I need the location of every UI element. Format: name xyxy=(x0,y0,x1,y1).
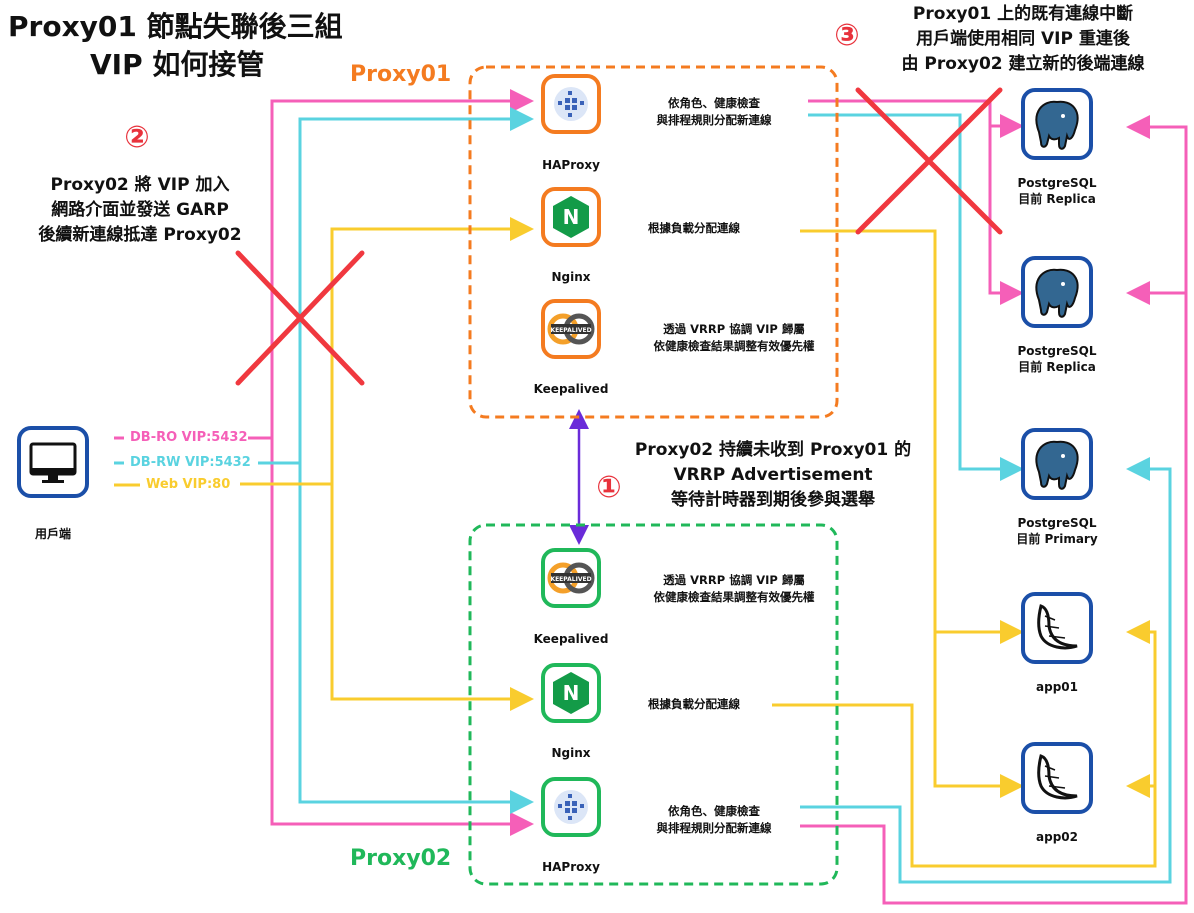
svg-text:N: N xyxy=(563,205,580,229)
proxy01-keepalived-icon: KEEPALIVED xyxy=(541,299,601,359)
pg3-elephant-icon xyxy=(1021,428,1093,500)
proxy02-keepalived-icon: KEEPALIVED xyxy=(541,548,601,608)
ro-line-proxy02 xyxy=(270,438,534,836)
proxy01-keepalived-desc: 透過 VRRP 協調 VIP 歸屬依健康檢查結果調整有效優先權 xyxy=(653,322,815,353)
proxy01-nginx-name: Nginx xyxy=(551,270,591,284)
vip-leader-dashes xyxy=(114,436,258,487)
svg-text:KEEPALIVED: KEEPALIVED xyxy=(550,327,591,334)
ro-line-backend1 xyxy=(808,99,1024,138)
svg-text:KEEPALIVED: KEEPALIVED xyxy=(550,576,591,583)
web-line-app2 xyxy=(933,632,1024,798)
svg-text:N: N xyxy=(563,681,580,705)
rw-line-client xyxy=(258,107,534,465)
proxy01-nginx-desc: 根據負載分配連線 xyxy=(648,221,740,235)
pg1-elephant-icon xyxy=(1021,88,1093,160)
client-monitor-icon xyxy=(17,426,89,498)
vip-web: Web VIP:80 xyxy=(143,477,234,492)
proxy02-keepalived-name: Keepalived xyxy=(533,632,609,646)
proxy01-haproxy-desc: 依角色、健康檢查與排程規則分配新連線 xyxy=(656,96,772,127)
proxy01-frame xyxy=(468,65,839,419)
proxy01-haproxy-icon xyxy=(541,74,601,134)
proxy01-keepalived-name: Keepalived xyxy=(533,382,609,396)
ro-line-client xyxy=(258,89,534,440)
ro-line-backend2 xyxy=(988,126,1024,305)
proxy02-haproxy-desc: 依角色、健康檢查與排程規則分配新連線 xyxy=(656,804,772,835)
page-title: Proxy01 節點失聯後三組 VIP 如何接管 xyxy=(8,10,343,81)
step2-number: ② xyxy=(124,120,150,155)
proxy02-nginx-icon: N xyxy=(541,663,601,723)
step1-number: ① xyxy=(596,470,622,505)
proxy02-haproxy-name: HAProxy xyxy=(542,860,600,874)
proxy01-haproxy-name: HAProxy xyxy=(542,158,600,172)
app01-flask-icon xyxy=(1021,592,1093,664)
client-name: 用戶端 xyxy=(34,527,71,541)
proxy01-label: Proxy01 xyxy=(350,62,452,87)
app01-label: app01 xyxy=(1036,680,1078,694)
proxy02-nginx-name: Nginx xyxy=(551,746,591,760)
proxy02-nginx-desc: 根據負載分配連線 xyxy=(648,697,740,711)
rw-line-backend xyxy=(808,113,1024,481)
web-line-client xyxy=(240,217,534,486)
ro-line-return xyxy=(800,115,1188,905)
step1-note: Proxy02 持續未收到 Proxy01 的 VRRP Advertiseme… xyxy=(634,440,912,510)
step2-note: Proxy02 將 VIP 加入 網路介面並發送 GARP 後續新連線抵達 Pr… xyxy=(38,175,242,245)
vip-db-ro: DB-RO VIP:5432 xyxy=(127,430,251,445)
step3-note: Proxy01 上的既有連線中斷 用戶端使用相同 VIP 重連後 由 Proxy… xyxy=(901,4,1145,74)
app02-label: app02 xyxy=(1036,830,1078,844)
proxy01-nginx-icon: N xyxy=(541,187,601,247)
web-line-return xyxy=(772,620,1157,868)
step3-number: ③ xyxy=(834,18,860,53)
rw-line-proxy02 xyxy=(298,463,534,814)
web-line-proxy02 xyxy=(330,484,534,711)
app02-flask-icon xyxy=(1021,742,1093,814)
vip-db-rw: DB-RW VIP:5432 xyxy=(127,455,254,470)
proxy02-frame xyxy=(468,523,839,886)
proxy02-label: Proxy02 xyxy=(350,846,452,871)
proxy02-keepalived-desc: 透過 VRRP 協調 VIP 歸屬依健康檢查結果調整有效優先權 xyxy=(653,573,815,604)
proxy02-haproxy-icon xyxy=(541,777,601,837)
pg2-elephant-icon xyxy=(1021,256,1093,328)
rw-line-return xyxy=(800,457,1172,884)
web-line-app1 xyxy=(800,229,1024,644)
